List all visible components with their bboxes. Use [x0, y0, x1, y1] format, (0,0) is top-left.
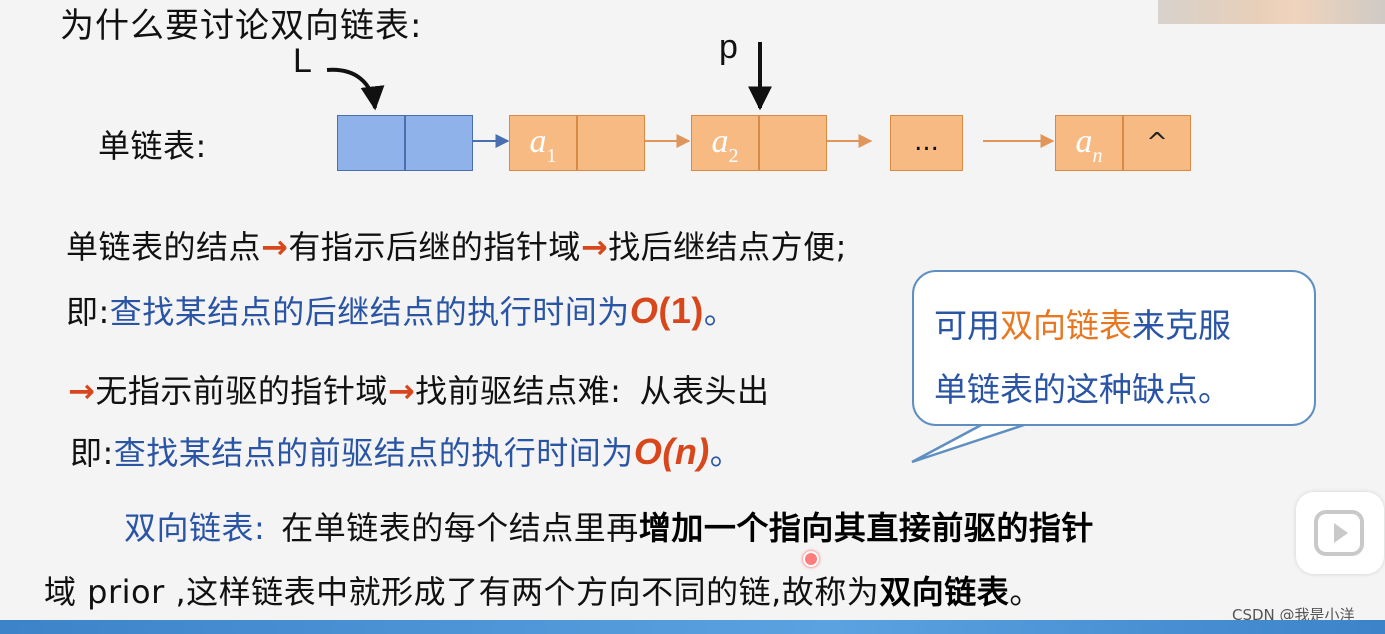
csdn-watermark: CSDN @我是小洋: [1232, 606, 1355, 624]
node-an-null-next: ^: [1123, 115, 1191, 171]
red-arrow-icon: →: [387, 372, 416, 410]
pointer-cursor-dot: [803, 551, 819, 567]
presenter-video-thumbnail[interactable]: [1158, 0, 1385, 24]
pointer-label-p: p: [719, 28, 738, 66]
video-progress-bar[interactable]: [0, 620, 1385, 634]
pointer-label-L: L: [293, 42, 312, 80]
red-arrow-icon: →: [580, 228, 609, 266]
node-a2-next: [759, 115, 827, 171]
bubble-line-1: 可用双向链表来克服: [934, 306, 1231, 345]
red-arrow-icon: →: [68, 372, 96, 410]
definition-line-1: 双向链表:在单链表的每个结点里再增加一个指向其直接前驱的指针: [124, 509, 1094, 547]
bubble-line-2: 单链表的这种缺点。: [934, 370, 1231, 409]
node-a2-data: a2: [691, 115, 759, 171]
definition-line-2: 域 prior ,这样链表中就形成了有两个方向不同的链,故称为双向链表。: [44, 573, 1042, 611]
red-arrow-icon: →: [261, 228, 289, 266]
singly-list-label: 单链表:: [98, 127, 207, 165]
slide-title: 为什么要讨论双向链表:: [60, 6, 423, 46]
text-line-predecessor-time: 即:查找某结点的前驱结点的执行时间为O(n)。: [70, 431, 743, 472]
text-line-successor-time: 即:查找某结点的后继结点的执行时间为O(1)。: [66, 290, 737, 331]
text-line-successor: 单链表的结点→有指示后继的指针域→找后继结点方便;: [66, 228, 847, 266]
video-play-button[interactable]: [1296, 492, 1384, 574]
node-a1-next: [577, 115, 645, 171]
node-ellipsis: ...: [890, 115, 963, 171]
play-icon: [1314, 510, 1364, 556]
head-node-data: [337, 115, 405, 171]
node-an-data: an: [1055, 115, 1123, 171]
speech-bubble: 可用双向链表来克服 单链表的这种缺点。: [912, 270, 1316, 426]
head-node-next: [405, 115, 473, 171]
head-pointer-arrow: [326, 67, 385, 111]
node-a1-data: a1: [509, 115, 577, 171]
speech-bubble-tail: [911, 421, 1031, 464]
text-line-predecessor: →无指示前驱的指针域→找前驱结点难:从表头出: [68, 372, 770, 410]
